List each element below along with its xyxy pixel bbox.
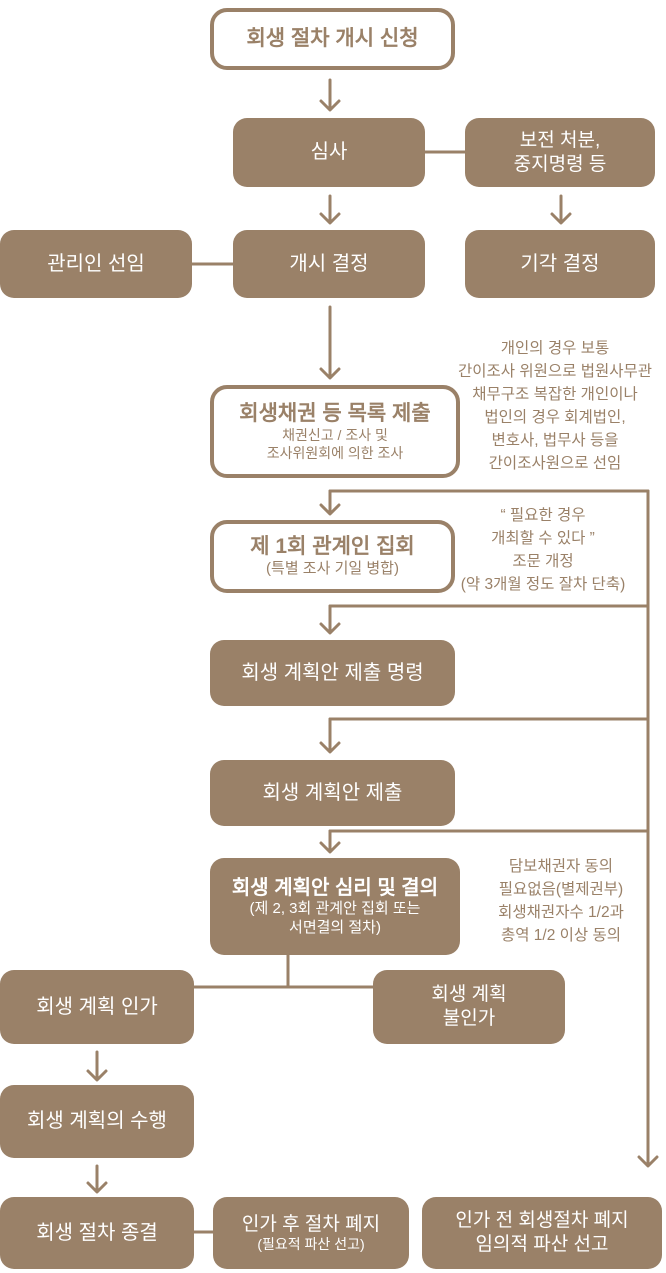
consent-note-line: 필요없음(별제권부) <box>498 881 624 898</box>
arrow-to-first-meeting <box>319 489 341 516</box>
box-screening-title: 심사 <box>310 141 348 164</box>
box-plan-approval-title: 회생 계획 인가 <box>36 995 158 1018</box>
box-plan-submission-order: 회생 계획안 제출 명령 <box>210 640 455 706</box>
consent-note-line: 회생채권자수 1/2과 <box>498 904 624 921</box>
arrow-approval-to-execution <box>86 1050 108 1082</box>
box-preservation: 보전 처분, 중지명령 등 <box>465 118 655 187</box>
box-first-meeting: 제 1회 관계인 집회 (특별 조사 기일 병합) <box>210 520 455 593</box>
flow-arrows <box>86 78 572 1194</box>
box-plan-deliberation-sub2: 서면결의 절차) <box>289 918 381 936</box>
examiner-note: 개인의 경우 보통 간이조사 위원으로 법원사무관 채무구조 복잡한 개인이나 … <box>430 337 666 475</box>
box-plan-disapproval: 회생 계획 불인가 <box>373 970 565 1044</box>
amendment-note-line: (약 3개월 정도 잘차 단축) <box>460 576 626 593</box>
examiner-note-line: 간이조사 위원으로 법원사무관 <box>458 363 652 380</box>
arrow-preservation-to-dismissal <box>550 194 572 225</box>
box-plan-approval: 회생 계획 인가 <box>0 970 194 1044</box>
arrow-execution-to-closure <box>86 1164 108 1194</box>
box-plan-disapproval-line2: 불인가 <box>442 1008 496 1029</box>
box-preservation-line1: 보전 처분, <box>519 129 601 151</box>
arrow-to-plan-deliberation <box>319 829 341 854</box>
box-claims-list: 회생채권 등 목록 제출 채권신고 / 조사 및 조사위원회에 의한 조사 <box>210 385 460 478</box>
box-pre-approval-abolition: 인가 전 회생절차 폐지 임의적 파산 선고 <box>422 1197 662 1269</box>
box-plan-deliberation-sub1: (제 2, 3회 관계안 집회 또는 <box>249 900 421 918</box>
amendment-note-line: “ 필요한 경우 <box>500 507 586 524</box>
box-first-meeting-title: 제 1회 관계인 집회 <box>250 535 415 559</box>
consent-note-line: 총역 1/2 이상 동의 <box>500 927 622 944</box>
examiner-note-line: 변호사, 법무사 등을 <box>491 432 619 449</box>
box-pre-approval-abolition-line2: 임의적 파산 선고 <box>475 1234 609 1255</box>
box-plan-execution-title: 회생 계획의 수행 <box>27 1110 167 1133</box>
consent-note: 담보채권자 동의 필요없음(별제권부) 회생채권자수 1/2과 총역 1/2 이… <box>460 855 662 947</box>
box-procedure-closure-title: 회생 절차 종결 <box>36 1221 158 1244</box>
box-plan-submission-order-title: 회생 계획안 제출 명령 <box>241 661 424 684</box>
box-preservation-line2: 중지명령 등 <box>513 153 607 175</box>
box-pre-approval-abolition-line1: 인가 전 회생절차 폐지 <box>455 1210 629 1232</box>
box-post-approval-abolition-title: 인가 후 절차 폐지 <box>241 1213 381 1235</box>
box-post-approval-abolition: 인가 후 절차 폐지 (필요적 파산 선고) <box>213 1197 409 1269</box>
box-commencement-decision: 개시 결정 <box>233 230 425 298</box>
box-claims-list-sub1: 채권신고 / 조사 및 <box>282 427 388 444</box>
box-dismissal-decision: 기각 결정 <box>465 230 655 298</box>
arrow-application-to-screening <box>319 78 341 112</box>
abolition-bypass-line <box>637 489 659 1168</box>
examiner-note-line: 법인의 경우 회계법인, <box>484 409 626 426</box>
box-application: 회생 절차 개시 신청 <box>210 8 455 70</box>
arrow-screening-to-commencement <box>319 194 341 225</box>
box-plan-submission-title: 회생 계획안 제출 <box>262 781 403 804</box>
box-custodian-appointment: 관리인 선임 <box>0 230 192 298</box>
box-application-title: 회생 절차 개시 신청 <box>246 26 419 50</box>
box-screening: 심사 <box>233 118 425 187</box>
box-plan-disapproval-line1: 회생 계획 <box>431 984 507 1006</box>
box-claims-list-title: 회생채권 등 목록 제출 <box>239 402 431 426</box>
box-plan-execution: 회생 계획의 수행 <box>0 1085 194 1158</box>
examiner-note-line: 간이조사원으로 선임 <box>488 455 622 472</box>
link-lines <box>190 150 467 1234</box>
link-deliberation-split <box>192 951 375 989</box>
arrow-commencement-to-claims <box>319 305 341 380</box>
box-first-meeting-sub: (특별 조사 기일 병합) <box>266 560 399 578</box>
box-custodian-appointment-title: 관리인 선임 <box>47 252 145 275</box>
branch-lines <box>328 489 659 1168</box>
box-plan-deliberation-title: 회생 계획안 심리 및 결의 <box>231 876 439 899</box>
box-plan-submission: 회생 계획안 제출 <box>210 760 455 826</box>
amendment-note: “ 필요한 경우 개최할 수 있다 ” 조문 개정 (약 3개월 정도 잘차 단… <box>443 504 643 596</box>
examiner-note-line: 개인의 경우 보통 <box>500 340 610 357</box>
consent-note-line: 담보채권자 동의 <box>508 858 614 875</box>
box-commencement-decision-title: 개시 결정 <box>289 252 369 275</box>
examiner-note-line: 채무구조 복잡한 개인이나 <box>472 386 638 403</box>
amendment-note-line: 개최할 수 있다 ” <box>491 530 595 547</box>
arrow-to-plan-submission <box>319 717 341 754</box>
box-procedure-closure: 회생 절차 종결 <box>0 1197 194 1269</box>
box-post-approval-abolition-sub: (필요적 파산 선고) <box>257 1236 365 1253</box>
box-claims-list-sub2: 조사위원회에 의한 조사 <box>266 444 404 461</box>
box-dismissal-decision-title: 기각 결정 <box>520 252 600 275</box>
box-plan-deliberation: 회생 계획안 심리 및 결의 (제 2, 3회 관계안 집회 또는 서면결의 절… <box>210 858 460 955</box>
arrow-to-plan-order <box>319 604 341 635</box>
amendment-note-line: 조문 개정 <box>512 553 574 570</box>
